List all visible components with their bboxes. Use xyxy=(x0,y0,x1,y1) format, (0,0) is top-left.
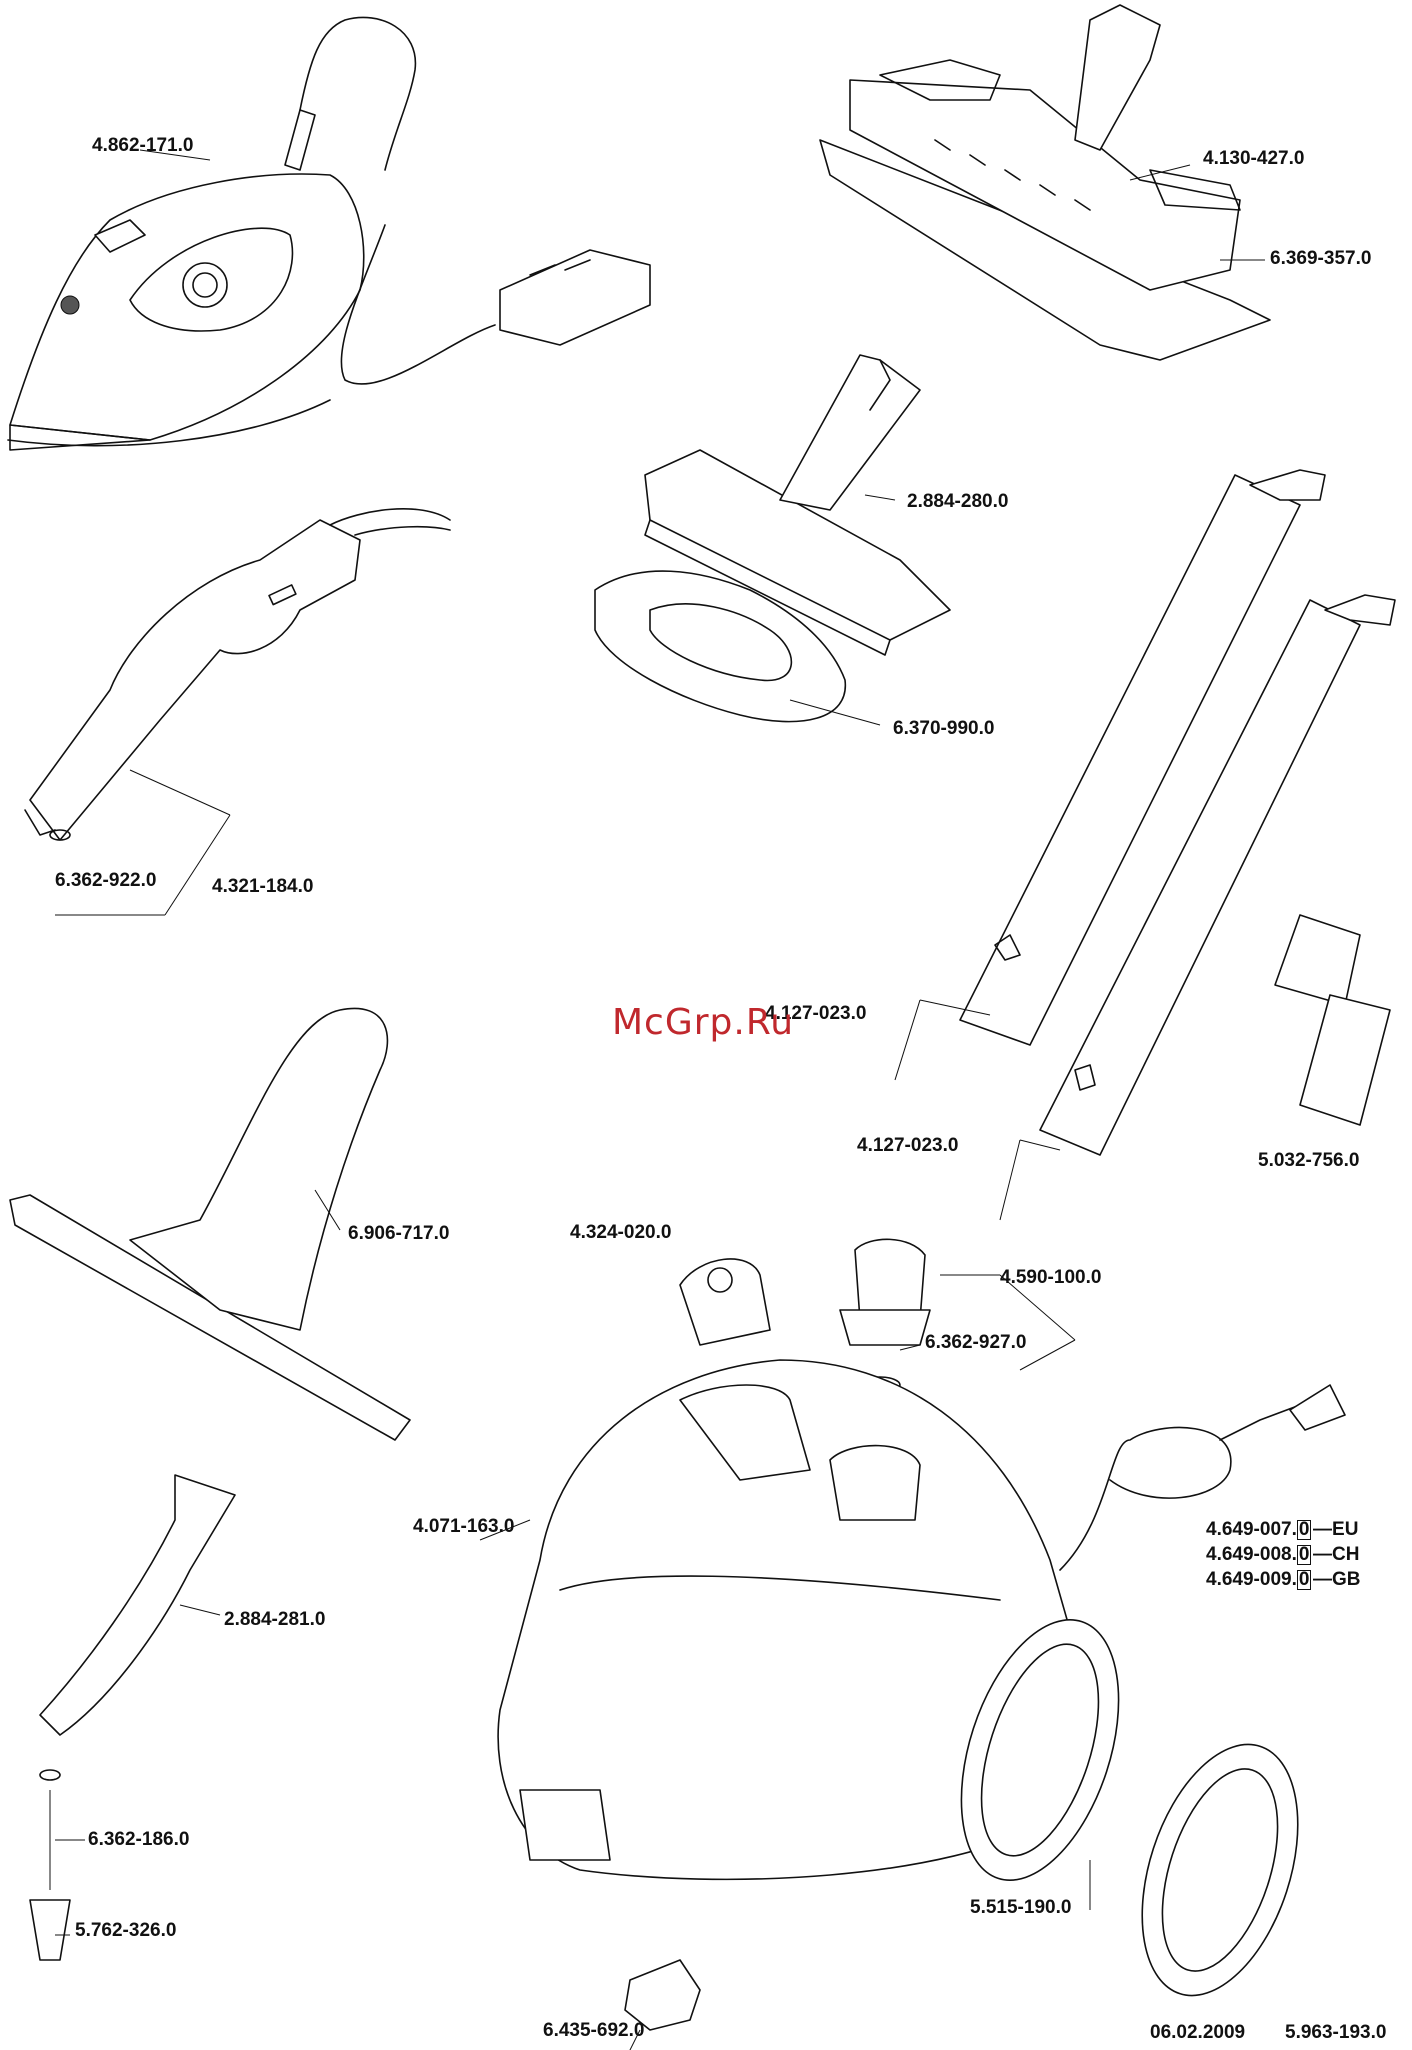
part-label-detail-nozzle-oring: 6.362-186.0 xyxy=(88,1829,190,1850)
part-label-window-nozzle: 6.906-717.0 xyxy=(348,1223,450,1244)
part-label-safety-cap-seal: 6.362-927.0 xyxy=(925,1332,1027,1353)
part-label-safety-cap: 4.590-100.0 xyxy=(1000,1267,1102,1288)
part-label-castor: 6.435-692.0 xyxy=(543,2020,645,2041)
part-label-terry-cover: 6.370-990.0 xyxy=(893,718,995,739)
steam-cleaner-body-drawing xyxy=(497,1359,1346,2031)
leader-lines xyxy=(55,149,1265,2050)
watermark: McGrp.Ru xyxy=(612,1002,795,1043)
footer-date: 06.02.2009 xyxy=(1150,2022,1246,2043)
part-label-detail-nozzle: 2.884-281.0 xyxy=(224,1609,326,1630)
hand-brush-drawing xyxy=(644,354,951,656)
floor-nozzle-drawing xyxy=(819,4,1271,361)
footer-doc-number: 5.963-193.0 xyxy=(1285,2022,1387,2043)
part-label-iron: 4.862-171.0 xyxy=(92,135,194,156)
part-label-tube-cover: 5.032-756.0 xyxy=(1258,1150,1360,1171)
detail-nozzle-drawing xyxy=(29,1474,236,1961)
part-label-hand-gun: 4.321-184.0 xyxy=(212,876,314,897)
steam-iron-drawing xyxy=(7,16,651,451)
part-label-extension-tube-2: 4.127-023.0 xyxy=(857,1135,959,1156)
safety-cap-drawing xyxy=(839,1238,1076,1394)
part-label-floor-cloth: 6.369-357.0 xyxy=(1270,248,1372,269)
part-label-cable-eu: 4.649-007.0 —EU xyxy=(1206,1519,1359,1540)
part-label-hand-gun-oring: 6.362-922.0 xyxy=(55,870,157,891)
part-label-holder-cap: 4.324-020.0 xyxy=(570,1222,672,1243)
terry-cloth-cover-drawing xyxy=(594,570,846,723)
part-label-cable-gb: 4.649-009.0 —GB xyxy=(1206,1569,1361,1590)
part-label-main-body: 4.071-163.0 xyxy=(413,1516,515,1537)
part-label-hand-brush: 2.884-280.0 xyxy=(907,491,1009,512)
holder-cap-drawing xyxy=(679,1258,771,1346)
extension-tubes-drawing xyxy=(894,469,1396,1221)
part-label-power-nozzle: 5.762-326.0 xyxy=(75,1920,177,1941)
hand-spray-gun-drawing xyxy=(24,508,451,916)
tube-cover-drawing xyxy=(1274,914,1391,1126)
part-label-extension-tube-1: 4.127-023.0 xyxy=(765,1003,867,1024)
part-label-wheels: 5.515-190.0 xyxy=(970,1897,1072,1918)
part-label-floor-nozzle: 4.130-427.0 xyxy=(1203,148,1305,169)
window-squeegee-drawing xyxy=(9,1007,411,1441)
part-label-cable-ch: 4.649-008.0 —CH xyxy=(1206,1544,1360,1565)
